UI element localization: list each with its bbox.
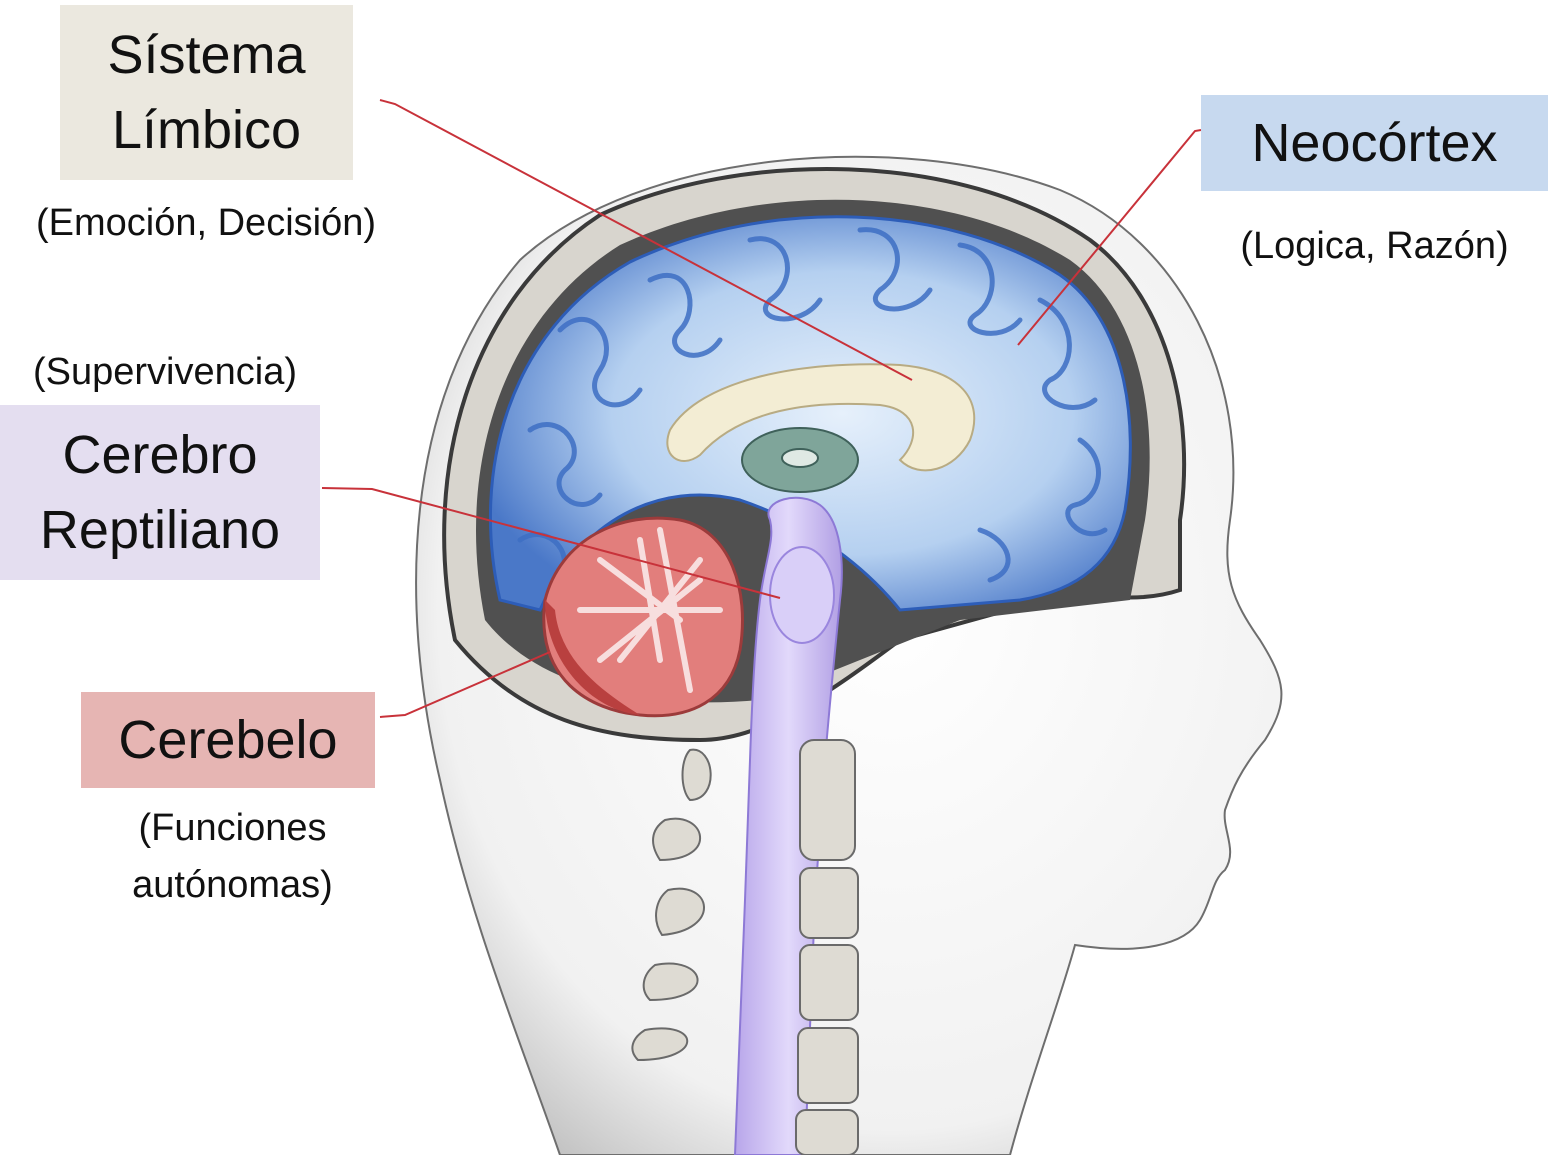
neocortex-caption: (Logica, Razón) <box>1222 218 1527 275</box>
reptilian-title-line2: Reptiliano <box>40 500 280 560</box>
limbic-system-label-box: Sístema Límbico <box>60 5 353 180</box>
cerebellum-label-box: Cerebelo <box>81 692 375 788</box>
cerebellum-caption-line1: (Funciones <box>139 807 327 849</box>
neocortex-title: Neocórtex <box>1251 106 1497 181</box>
reptilian-caption: (Supervivencia) <box>10 344 320 401</box>
cerebellum-caption: (Funciones autónomas) <box>90 800 375 914</box>
limbic-title-line2: Límbico <box>112 100 301 160</box>
neocortex-label-box: Neocórtex <box>1201 95 1548 191</box>
reptilian-title-line1: Cerebro <box>62 425 257 485</box>
cerebellum-title: Cerebelo <box>118 703 337 778</box>
limbic-caption: (Emoción, Decisión) <box>10 195 402 252</box>
limbic-title-line1: Sístema <box>107 25 305 85</box>
cerebellum-caption-line2: autónomas) <box>132 864 333 906</box>
reptilian-brain-label-box: Cerebro Reptiliano <box>0 405 320 580</box>
